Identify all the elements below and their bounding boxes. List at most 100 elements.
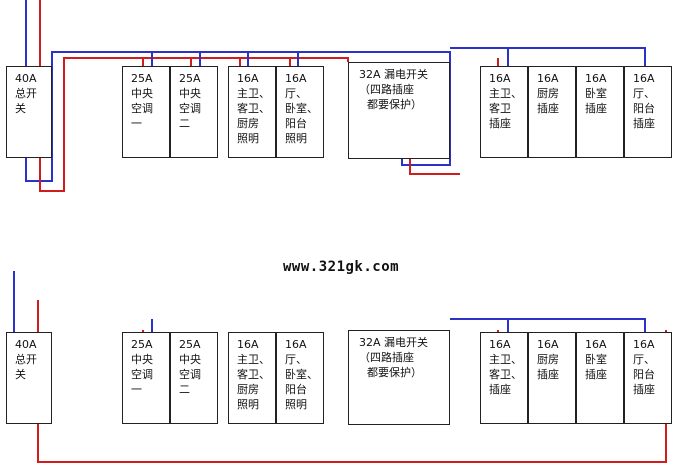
breaker-1-1: 25A 中央 空调 一 [122, 66, 170, 158]
breaker-rating: 25A [131, 72, 153, 85]
socket-label: 卧室 [585, 353, 607, 366]
rcd-2: 32A 漏电开关 （四路插座 都要保护） [348, 330, 450, 425]
socket-breaker-2-1: 16A 主卫、 客卫、 插座 [480, 332, 528, 424]
breaker-label: 一 [131, 383, 142, 396]
red-socket-bus-1 [409, 159, 460, 175]
socket-label: 插座 [489, 383, 511, 396]
blue-socket-bus-1 [450, 47, 646, 66]
breaker-label: 阳台 [285, 117, 307, 130]
socket-label: 主卫、 [489, 353, 522, 366]
socket-breaker-2-3: 16A 卧室 插座 [576, 332, 624, 424]
breaker-label: 照明 [285, 398, 307, 411]
main-switch-rating: 40A [15, 338, 37, 351]
socket-breaker-1-2: 16A 厨房 插座 [528, 66, 576, 158]
rcd-label: （四路插座 [359, 351, 414, 364]
socket-breaker-1-1: 16A 主卫、 客卫 插座 [480, 66, 528, 158]
breaker-rating: 25A [179, 338, 201, 351]
breaker-rating: 16A [237, 338, 259, 351]
red-main-wire-1 [39, 0, 349, 192]
breaker-label: 厨房 [237, 117, 259, 130]
socket-label: 厅、 [633, 353, 655, 366]
breaker-label: 中央 [179, 87, 201, 100]
breaker-label: 二 [179, 117, 190, 130]
breaker-rating: 16A [237, 72, 259, 85]
breaker-label: 主卫、 [237, 353, 270, 366]
breaker-label: 厨房 [237, 383, 259, 396]
socket-rating: 16A [537, 72, 559, 85]
breaker-label: 空调 [179, 102, 201, 115]
breaker-1-3: 16A 主卫、 客卫、 厨房 照明 [228, 66, 276, 158]
socket-rating: 16A [633, 72, 655, 85]
rcd-label: （四路插座 [359, 83, 414, 96]
breaker-label: 中央 [131, 87, 153, 100]
socket-label: 插座 [537, 368, 559, 381]
socket-label: 厨房 [537, 87, 559, 100]
rcd-label: 都要保护） [367, 366, 422, 379]
breaker-rating: 25A [131, 338, 153, 351]
breaker-2-4: 16A 厅、 卧室、 阳台 照明 [276, 332, 324, 424]
breaker-label: 中央 [179, 353, 201, 366]
socket-label: 阳台 [633, 368, 655, 381]
breaker-rating: 16A [285, 72, 307, 85]
socket-rating: 16A [489, 72, 511, 85]
breaker-1-4: 16A 厅、 卧室、 阳台 照明 [276, 66, 324, 158]
socket-label: 厅、 [633, 87, 655, 100]
breaker-label: 空调 [179, 368, 201, 381]
rcd-label: 都要保护） [367, 98, 422, 111]
socket-label: 插座 [489, 117, 511, 130]
socket-rating: 16A [489, 338, 511, 351]
socket-label: 插座 [537, 102, 559, 115]
breaker-label: 照明 [237, 398, 259, 411]
socket-breaker-2-4: 16A 厅、 阳台 插座 [624, 332, 672, 424]
breaker-label: 空调 [131, 102, 153, 115]
breaker-label: 卧室、 [285, 368, 318, 381]
breaker-label: 卧室、 [285, 102, 318, 115]
breaker-label: 二 [179, 383, 190, 396]
website-url: www.321gk.com [283, 259, 400, 275]
socket-label: 厨房 [537, 353, 559, 366]
breaker-2-1: 25A 中央 空调 一 [122, 332, 170, 424]
breaker-label: 空调 [131, 368, 153, 381]
blue-socket-bus-2 [450, 318, 646, 332]
socket-label: 插座 [633, 117, 655, 130]
rcd-label: 32A 漏电开关 [359, 336, 429, 349]
breaker-1-2: 25A 中央 空调 二 [170, 66, 218, 158]
breaker-label: 阳台 [285, 383, 307, 396]
socket-label: 卧室 [585, 87, 607, 100]
socket-label: 阳台 [633, 102, 655, 115]
main-switch-rating: 40A [15, 72, 37, 85]
socket-label: 客卫、 [489, 368, 522, 381]
socket-rating: 16A [633, 338, 655, 351]
socket-breaker-2-2: 16A 厨房 插座 [528, 332, 576, 424]
rcd-label: 32A 漏电开关 [359, 68, 429, 81]
socket-breaker-1-4: 16A 厅、 阳台 插座 [624, 66, 672, 158]
socket-label: 客卫 [489, 102, 511, 115]
breaker-label: 客卫、 [237, 368, 270, 381]
main-switch-label: 总开 [15, 87, 37, 100]
breaker-label: 中央 [131, 353, 153, 366]
breaker-rating: 25A [179, 72, 201, 85]
breaker-2-3: 16A 主卫、 客卫、 厨房 照明 [228, 332, 276, 424]
breaker-label: 照明 [237, 132, 259, 145]
breaker-label: 主卫、 [237, 87, 270, 100]
main-switch-2: 40A 总开 关 [6, 332, 52, 424]
breaker-label: 客卫、 [237, 102, 270, 115]
socket-rating: 16A [585, 338, 607, 351]
breaker-label: 厅、 [285, 353, 307, 366]
main-switch-label: 关 [15, 102, 26, 115]
rcd-1: 32A 漏电开关 （四路插座 都要保护） [348, 62, 450, 159]
socket-label: 插座 [585, 368, 607, 381]
socket-label: 插座 [585, 102, 607, 115]
socket-breaker-1-3: 16A 卧室 插座 [576, 66, 624, 158]
breaker-label: 照明 [285, 132, 307, 145]
breaker-label: 厅、 [285, 87, 307, 100]
socket-label: 主卫、 [489, 87, 522, 100]
socket-rating: 16A [585, 72, 607, 85]
main-switch-1: 40A 总开 关 [6, 66, 52, 158]
socket-label: 插座 [633, 383, 655, 396]
socket-rating: 16A [537, 338, 559, 351]
main-switch-label: 总开 [15, 353, 37, 366]
breaker-rating: 16A [285, 338, 307, 351]
